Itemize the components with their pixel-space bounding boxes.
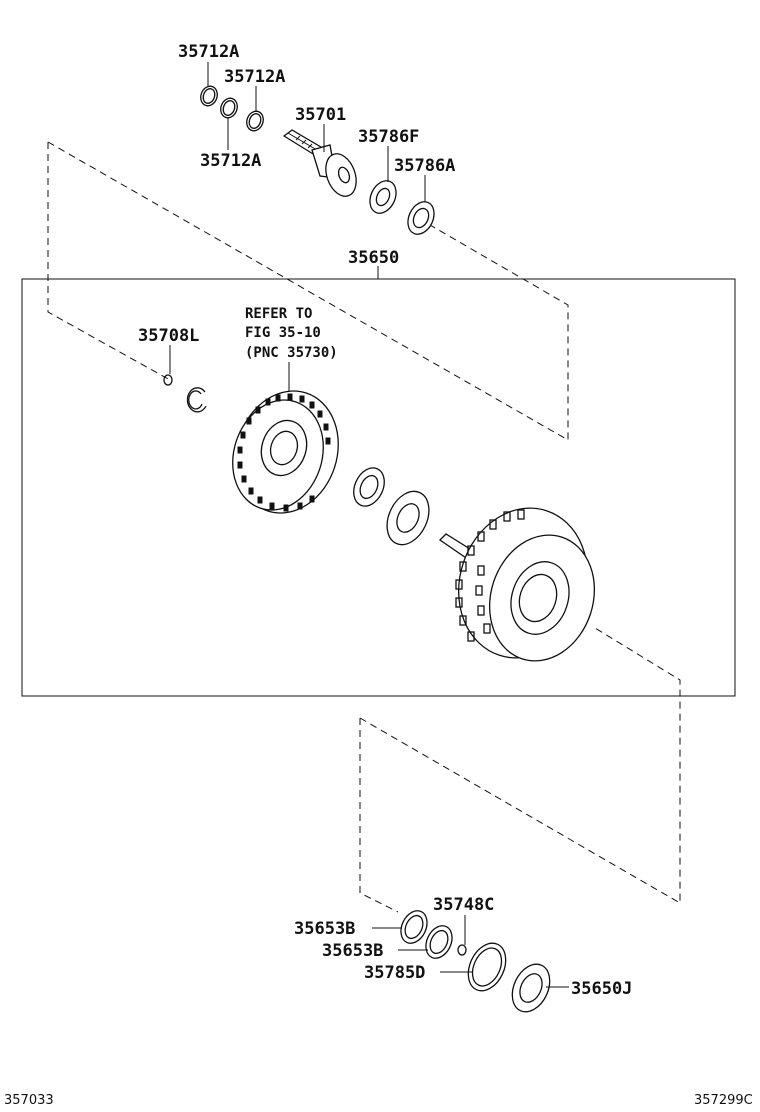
callout-35653b-2: 35653B: [322, 941, 383, 961]
callout-35653b-1: 35653B: [294, 919, 355, 939]
callout-35708l: 35708L: [138, 326, 199, 346]
ring-35653b-upper: [400, 910, 428, 944]
reference-note-line1: REFER TO: [245, 306, 312, 322]
callout-35786a: 35786A: [394, 156, 455, 176]
dashed-frame-upper-right: [47, 141, 569, 441]
dashed-frame-lower: [359, 718, 399, 913]
washer-35650j: [511, 963, 551, 1013]
drum-assembly: [438, 507, 596, 662]
seal-ring-inner: [353, 467, 385, 507]
thrust-washer-35786f: [369, 180, 397, 214]
dashed-frame-upper: [47, 142, 171, 381]
callout-35701: 35701: [295, 105, 346, 125]
snap-ring-35712a-mid: [220, 97, 238, 119]
ring-35708l: [163, 374, 173, 386]
callout-35712a-2: 35712A: [224, 67, 285, 87]
clutch-drum-ref: [232, 390, 339, 514]
callout-35748c: 35748C: [433, 895, 494, 915]
washer-inner: [386, 490, 430, 546]
footer-right-code: 357299C: [694, 1093, 753, 1108]
callout-35650: 35650: [348, 248, 399, 268]
callout-35712a-1: 35712A: [178, 42, 239, 62]
reference-note-line2: FIG 35-10: [245, 325, 321, 341]
callout-35650j: 35650J: [571, 979, 632, 999]
snap-ring-open: [186, 387, 207, 413]
dashed-frame-lower-right: [359, 627, 681, 904]
callout-35785d: 35785D: [364, 963, 425, 983]
footer-left-code: 357033: [4, 1093, 54, 1108]
thrust-washer-35786a: [407, 201, 435, 235]
snap-ring-35712a-top: [200, 85, 218, 107]
ring-35653b-lower: [425, 925, 453, 959]
snap-ring-35712a-right: [246, 110, 264, 132]
callout-35786f: 35786F: [358, 127, 419, 147]
shaft-35701: [282, 129, 357, 197]
bearing-35785d: [467, 942, 507, 992]
callout-35712a-3: 35712A: [200, 151, 261, 171]
reference-note-line3: (PNC 35730): [245, 345, 338, 361]
seal-35748c: [457, 944, 467, 956]
